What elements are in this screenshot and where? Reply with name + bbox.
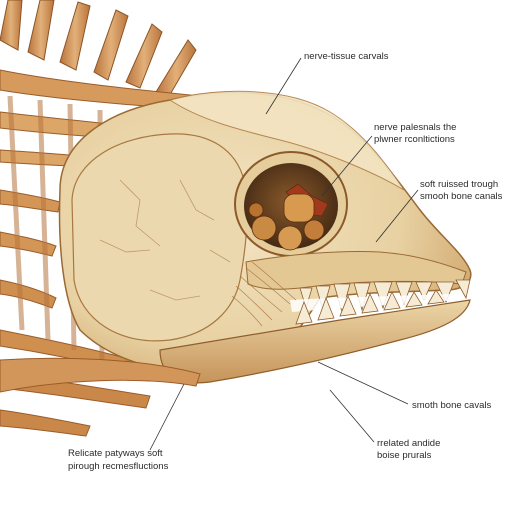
nerve-nodules — [248, 183, 329, 251]
label-relicate-patyways-line2: pirough recmesfluctions — [68, 461, 169, 472]
label-relicate-patyways-line1: Relicate patyways soft — [68, 448, 163, 459]
label-soft-ruissed-line2: smooh bone canals — [420, 191, 503, 202]
label-nerve-palesnals-line2: plwner rconltictions — [374, 134, 455, 145]
cranial-cap — [168, 90, 405, 191]
label-related-andide-line2: boise prurals — [377, 450, 432, 461]
leader-line-related-andide — [329, 389, 375, 443]
operculum — [71, 133, 248, 342]
upper-teeth — [299, 279, 471, 314]
gill-fibers — [231, 261, 297, 327]
leader-lines — [149, 57, 419, 451]
bone-cracks — [99, 179, 231, 301]
leader-line-smoth-bone — [317, 361, 409, 405]
leader-line-relicate — [149, 383, 185, 451]
label-nerve-tissue: nerve-tissue carvals — [304, 51, 389, 62]
rib-cage — [0, 69, 201, 437]
dorsal-spines — [0, 0, 197, 99]
leader-line-nerve-tissue — [265, 57, 302, 115]
lower-jaw — [159, 299, 471, 384]
maxilla — [245, 250, 467, 290]
label-soft-ruissed-line1: soft ruissed trough — [420, 179, 499, 190]
label-related-andide-line1: rrelated andide — [377, 438, 441, 449]
leader-line-soft-ruissed — [375, 189, 419, 243]
leader-line-nerve-palesnals — [321, 135, 373, 197]
label-smoth-bone: smoth bone cavals — [412, 400, 492, 411]
pectoral-fin — [0, 357, 201, 393]
label-nerve-palesnals-line1: nerve palesnals the — [374, 122, 457, 133]
lower-teeth — [295, 289, 445, 325]
